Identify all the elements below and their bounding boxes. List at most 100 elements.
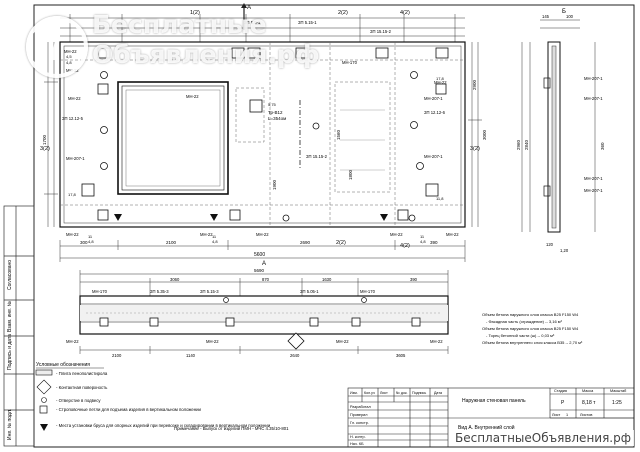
plan-label: МН-22 [206, 339, 219, 344]
legend-item: - Отверстие в подвесу [56, 398, 101, 403]
support-triangles [114, 214, 388, 221]
tb-role: Н. контр. [350, 435, 366, 439]
side-dim: 145 [542, 14, 550, 19]
tie-label: МН-22 [434, 80, 447, 85]
watermark-line-2: Объявления.рф [92, 40, 320, 69]
note-line: - Фасадная часть (ограждение) -- 3,16 м³ [486, 319, 563, 324]
small-dim: 5,75 [268, 102, 277, 107]
tie-label: МН-22 [256, 232, 269, 237]
note-line: - Торец бетонной части (ш) -- 0,03 м³ [486, 333, 555, 338]
tb-header: Кол.уч [364, 391, 375, 395]
legend-item: - Плита пенополистирола [56, 371, 108, 376]
title-block [347, 387, 635, 448]
legend-item: - Места установки бруса для опорных изде… [56, 423, 271, 428]
tie-label: МН-22 [446, 232, 459, 237]
anchor-label: МН-207-1 [424, 96, 443, 101]
side-dim: 2840 [524, 139, 529, 150]
plan-dim: 1630 [322, 277, 332, 282]
axis-mark-2: 2(2) [338, 10, 348, 16]
anchor-label: ЗП 5.5-1 [244, 20, 261, 25]
small-dim: 11 [88, 234, 93, 239]
tb-role: Проверил [350, 413, 368, 417]
stage-header: Стадия [554, 389, 567, 393]
tie-label: МН-22 [390, 232, 403, 237]
tb-role: Нач. КБ [350, 442, 364, 446]
rebar-label: Тр-В12 [268, 110, 283, 115]
tie-label: МН-22 [68, 96, 81, 101]
side-dim: 360 [600, 142, 605, 150]
rebar-length: L=354ом [268, 116, 286, 121]
hdim: 300 [80, 240, 88, 245]
plan-bottom-dim: 3605 [396, 353, 406, 358]
tb-role: Разработал [350, 405, 371, 409]
plan-label: ЗП 5.15-3 [200, 289, 219, 294]
anchor-label: МН-170 [342, 60, 358, 65]
sheets-label: Листов [580, 413, 592, 417]
mass-value: 8,18 т [582, 400, 596, 406]
hole-circles [100, 71, 424, 222]
small-dim: 11 [212, 234, 217, 239]
tb-header: Дата [434, 391, 442, 395]
hdim-total: 5600 [254, 252, 265, 258]
hdim: 390 [430, 240, 438, 245]
sheet-label: Лист [552, 413, 561, 417]
axis-mark-bottom-2: 2(2) [336, 240, 346, 246]
anchor-label: ЗП 12.12-5 [62, 116, 84, 121]
plan-view: А 5690 3060 870 1630 390 [66, 261, 449, 358]
stamp-vzam: Согласовано [7, 260, 13, 290]
vdim: 1900 [272, 179, 277, 190]
plan-label: МН-170 [360, 289, 376, 294]
tie-label: МН-22 [66, 232, 79, 237]
axis-mark-right: 3(2) [470, 146, 480, 152]
plan-label: ЗП 5.35-3 [150, 289, 169, 294]
product-name: Наружная стеновая панель [462, 398, 526, 404]
watermark-title: Бесплатные Объявления.рф [92, 10, 320, 70]
section-label-a-top: А [247, 5, 251, 11]
plan-label: МН-22 [430, 339, 443, 344]
stage-value: Р [561, 400, 565, 406]
vdim: 1560 [336, 129, 341, 140]
plan-dim: 390 [410, 277, 418, 282]
plan-bottom-dim: 2640 [290, 353, 300, 358]
scale-value: 1:25 [612, 400, 622, 406]
axis-mark-3: 4(2) [400, 10, 410, 16]
plan-anchors [99, 317, 421, 327]
small-dim: 17,8 [436, 76, 445, 81]
anchor-boxes [81, 47, 449, 221]
plan-label: МН-22 [336, 339, 349, 344]
plan-dim: 3060 [170, 277, 180, 282]
anchor-label: МН-207-1 [66, 156, 85, 161]
tie-label: МН-22 [186, 94, 199, 99]
left-stamp-column [3, 205, 35, 447]
tb-header: Лист [380, 391, 388, 395]
plan-label: ЗП 5.05-1 [300, 289, 319, 294]
sub-title: Вид А. Внутренний слой [458, 424, 515, 431]
note-line: Объем бетона наружного слоя класса В25 F… [482, 326, 579, 331]
volume-notes: Объем бетона наружного слоя класса В25 F… [482, 312, 583, 345]
small-dim: 4,8 [212, 239, 218, 244]
side-view: Б МН-207-1 МН-207-1 МН-207-1 МН-207-1 14… [516, 9, 605, 253]
side-dim: 2960 [516, 139, 521, 150]
watermark-footer[interactable]: БесплатныеОбъявления.рф [452, 430, 634, 446]
small-dim: 17,8 [68, 192, 77, 197]
tb-role: Гл. констр. [350, 421, 369, 425]
hdim: 2100 [166, 240, 177, 245]
plan-label: МН-22 [66, 339, 79, 344]
watermark-line-1: Бесплатные [92, 10, 267, 39]
section-label-b: Б [562, 9, 566, 15]
legend: Условные обозначения - Плита пенополисти… [35, 362, 271, 431]
vdim: 1800 [348, 169, 353, 180]
watermark-logo [26, 16, 88, 78]
vdim: 2900 [472, 79, 477, 90]
mass-header: Масса [582, 389, 594, 393]
anchor-label: ЗП 12.12-6 [424, 110, 446, 115]
vdim: 1700 [42, 134, 47, 145]
note-line: Объем бетона внутреннего слоя класса В35… [482, 340, 583, 345]
axis-mark-1: 1(2) [190, 10, 200, 16]
tie-label: МН-22 [200, 232, 213, 237]
hdim: 2690 [300, 240, 311, 245]
side-dim: 100 [566, 14, 574, 19]
axis-mark-left: 3(2) [40, 146, 50, 152]
stamp-podpis: Подпись и дата [7, 334, 13, 370]
